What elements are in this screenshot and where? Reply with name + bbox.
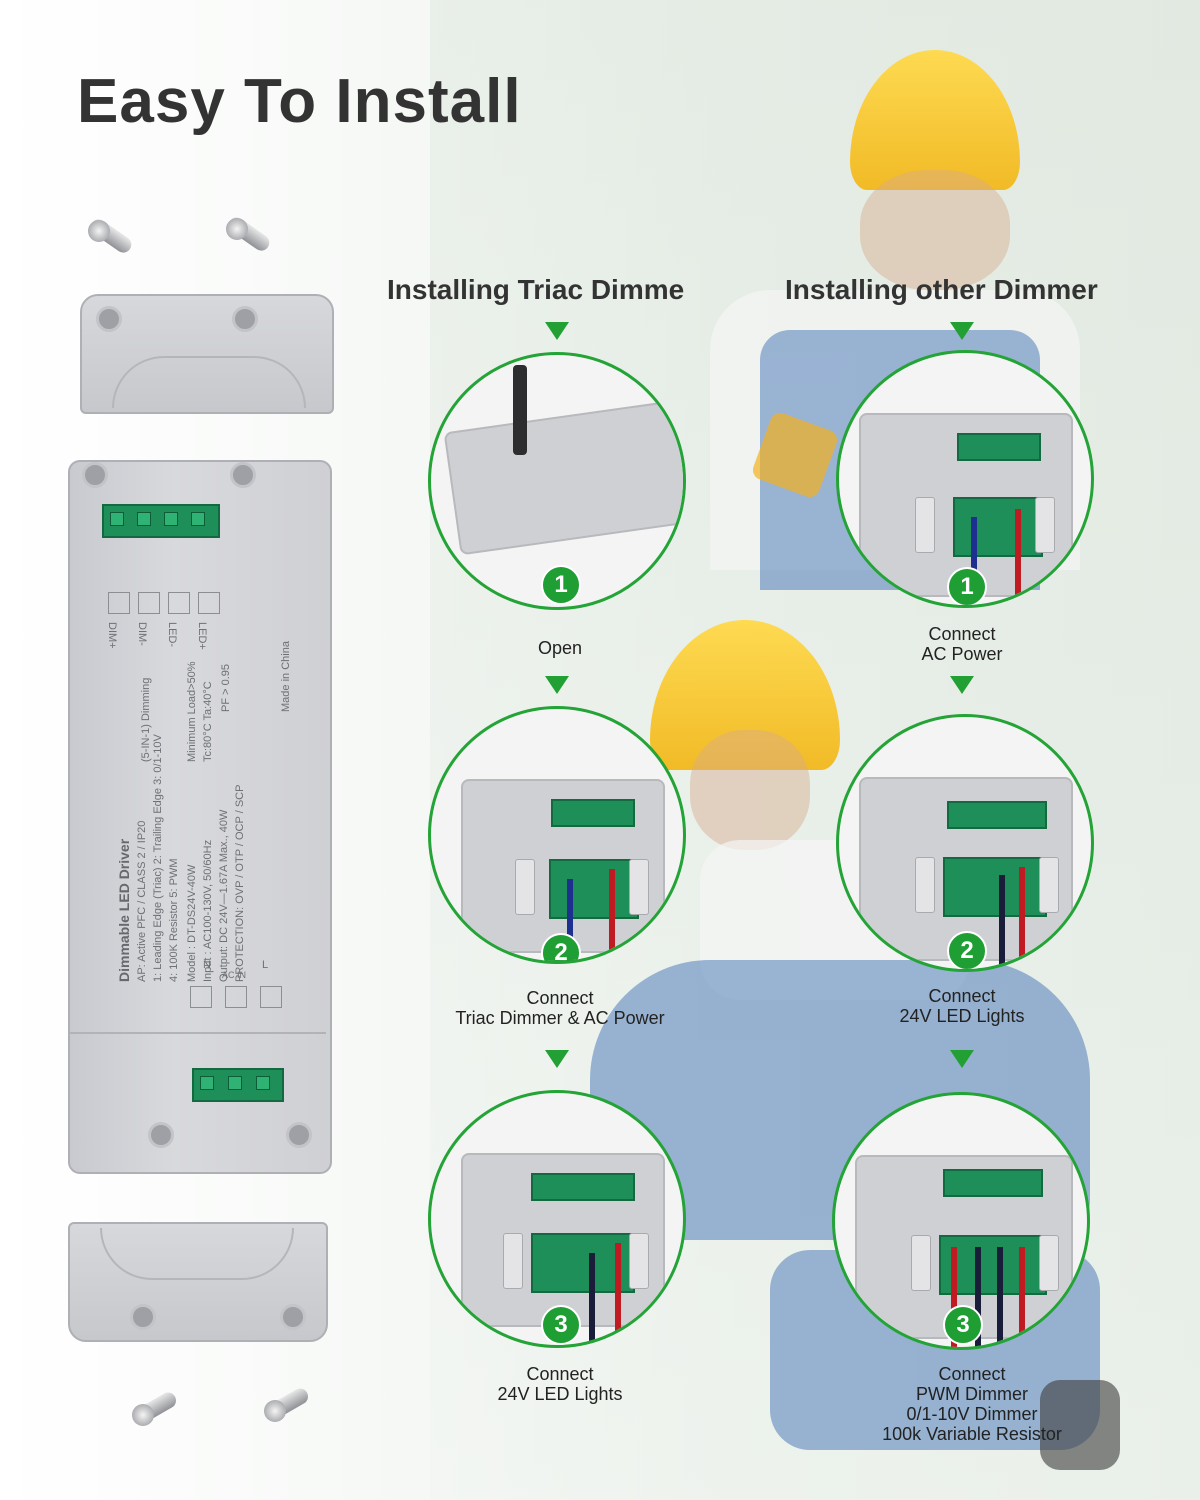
- step-circle-left-1: 1: [428, 352, 686, 610]
- driver-name: Dimmable LED Driver: [116, 838, 132, 982]
- step-badge: 2: [541, 933, 581, 961]
- driver-bottom-cover: [68, 1222, 328, 1342]
- step-caption: Connect AC Power: [921, 624, 1003, 664]
- down-arrow-icon: [950, 322, 974, 340]
- left-column-heading: Installing Triac Dimme: [387, 274, 685, 305]
- step-badge: 1: [541, 565, 581, 605]
- terminal-label: DIM+: [106, 622, 118, 649]
- step-circle-left-2: 2: [428, 706, 686, 964]
- terminal-label: L: [262, 959, 269, 971]
- terminal-label: LED-: [166, 622, 178, 648]
- led-driver-device: DIM+ DIM- LED- LED+ Dimmable LED Driver …: [68, 460, 332, 1174]
- input-terminal-block: [192, 1068, 284, 1102]
- step-caption: Connect 24V LED Lights: [497, 1364, 623, 1404]
- driver-spec-line: Output: DC 24V—1.67A Max., 40W: [218, 809, 230, 982]
- page-title: Easy To Install: [77, 67, 522, 136]
- driver-spec-line: Tc:80°C Ta:40°C: [202, 681, 214, 762]
- driver-spec-line: 4: 100K Resistor 5: PWM: [168, 858, 180, 983]
- terminal-label: DIM-: [136, 622, 148, 646]
- step-caption: Connect Triac Dimmer & AC Power: [455, 988, 665, 1028]
- driver-spec-line: (5-IN-1) Dimming: [140, 677, 152, 762]
- step-circle-right-3: 3: [832, 1092, 1090, 1350]
- right-column-heading: Installing other Dimmer: [785, 274, 1098, 305]
- step-badge: 3: [541, 1305, 581, 1345]
- driver-spec-line: Minimum Load>50%: [186, 661, 198, 762]
- terminal-label: N: [203, 959, 211, 971]
- down-arrow-icon: [545, 322, 569, 340]
- step-badge: 2: [947, 931, 987, 969]
- driver-spec-line: 1: Leading Edge (Triac) 2: Trailing Edge…: [152, 734, 164, 982]
- step-circle-right-1: 1: [836, 350, 1094, 608]
- terminal-label: AC IN: [222, 970, 247, 980]
- step-badge: 3: [943, 1305, 983, 1345]
- output-terminal-block: [102, 504, 220, 538]
- step-caption: Connect PWM Dimmer 0/1-10V Dimmer 100k V…: [882, 1364, 1062, 1444]
- screwdriver-icon: [513, 365, 527, 455]
- down-arrow-icon: [545, 676, 569, 694]
- step-caption: Connect 24V LED Lights: [899, 986, 1025, 1026]
- driver-spec-line: Made in China: [280, 641, 292, 712]
- down-arrow-icon: [545, 1050, 569, 1068]
- driver-spec-line: PROTECTION: OVP / OTP / OCP / SCP: [234, 784, 246, 982]
- down-arrow-icon: [950, 676, 974, 694]
- driver-spec-line: Model : DT-DS24V-40W: [186, 864, 198, 982]
- step-badge: 1: [947, 567, 987, 605]
- driver-spec-line: AP: Active PFC / CLASS 2 / IP20: [136, 820, 148, 982]
- driver-spec-line: PF > 0.95: [220, 663, 232, 712]
- terminal-label: LED+: [196, 622, 208, 650]
- driver-top-cover: [80, 294, 334, 414]
- step-circle-left-3: 3: [428, 1090, 686, 1348]
- down-arrow-icon: [950, 1050, 974, 1068]
- boot-icon: [1040, 1380, 1120, 1470]
- step-caption: Open: [537, 638, 583, 658]
- step-circle-right-2: 2: [836, 714, 1094, 972]
